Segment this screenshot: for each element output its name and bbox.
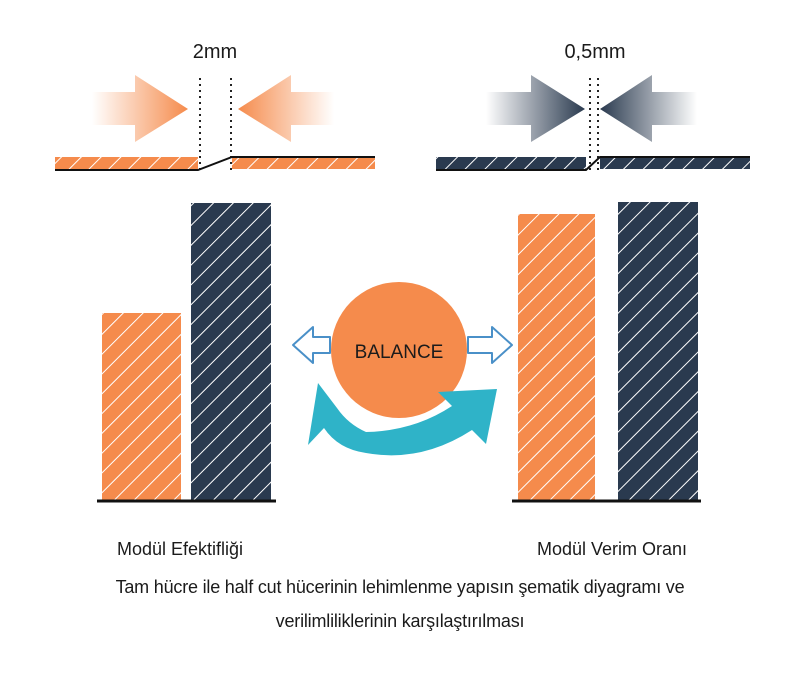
right-compression-assembly: 0,5mm [436,41,750,172]
left-solder-profile [55,156,375,171]
right-inward-arrow-right-icon [600,75,697,142]
balance-right-arrow-icon [467,326,513,364]
right-strip-right [600,157,750,169]
left-compression-assembly: 2mm [55,41,375,172]
right-strip-left [436,157,586,169]
right-gap-label: 0,5mm [564,41,625,63]
right-inward-arrow-left-icon [486,75,585,142]
left-strip-right [232,157,375,169]
balance-left-cycle-arrow-icon [308,383,366,453]
balance-centerpiece: BALANCE [292,282,513,456]
balance-label: BALANCE [355,342,444,363]
left-navy-bar [191,203,271,500]
caption-line-1: Tam hücre ile half cut hücerinin lehimle… [115,577,685,597]
left-metric-label: Modül Efektifliği [117,539,243,559]
right-metric-label: Modül Verim Oranı [537,539,687,559]
left-orange-bar [102,313,181,500]
left-inward-arrow-left-icon [92,75,188,142]
right-solder-profile [436,156,750,171]
left-strip-left [55,157,198,169]
right-orange-bar [518,214,595,500]
caption-line-2: verilimlilikler­inin karşılaştırılması [275,611,525,631]
balance-left-arrow-icon [292,326,331,364]
balance-right-cycle-arrow-icon [366,389,497,456]
left-bar-group [97,203,276,503]
balance-circle [331,282,467,418]
left-gap-label: 2mm [193,41,237,63]
right-navy-bar [618,202,698,500]
left-inward-arrow-right-icon [238,75,334,142]
caption: Tam hücre ile half cut hücerinin lehimle… [0,570,800,638]
right-bar-group [512,202,701,503]
